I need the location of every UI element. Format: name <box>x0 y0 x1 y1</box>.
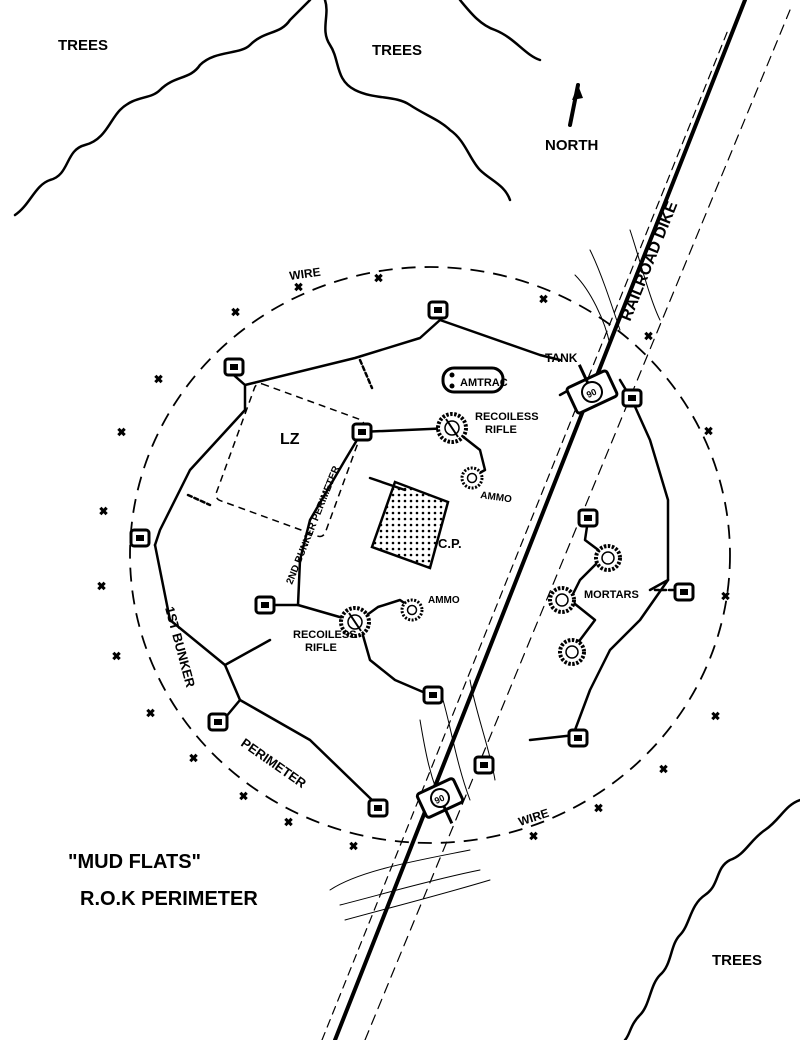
rifle-label-line1: RECOILESS <box>293 629 357 641</box>
svg-text:×: × <box>113 649 120 663</box>
trees-label-nw: TREES <box>58 37 108 54</box>
bunker-icon <box>367 798 389 818</box>
trees-label-n: TREES <box>372 42 422 59</box>
rifle-label-line1: RECOILESS <box>475 411 539 423</box>
railroad-dike-label: RAILROAD DIKE <box>618 199 682 324</box>
svg-text:×: × <box>595 801 602 815</box>
svg-text:×: × <box>232 305 239 319</box>
map-title-line2: R.O.K PERIMETER <box>80 888 258 910</box>
wire-label-top: WIRE <box>288 265 321 283</box>
mortars-label: MORTARS <box>584 589 639 601</box>
rifle-label-line2: RIFLE <box>305 642 337 654</box>
north-arrow-icon <box>568 83 583 127</box>
mortar-pit-icon <box>594 544 622 572</box>
svg-text:×: × <box>722 589 729 603</box>
tree-line-southeast <box>623 798 800 1040</box>
bunker-icon <box>473 755 495 775</box>
ammo-pit-icon <box>400 598 424 622</box>
bunker-icon <box>207 712 229 732</box>
svg-text:×: × <box>190 751 197 765</box>
ammo-label-bottom: AMMO <box>428 595 460 606</box>
railroad-dike <box>321 0 791 1040</box>
svg-text:×: × <box>540 292 547 306</box>
recoilless-rifle-label-bottom: RECOILESS RIFLE <box>293 629 360 654</box>
command-post: C.P. <box>370 480 462 570</box>
svg-text:×: × <box>285 815 292 829</box>
north-label: NORTH <box>545 137 598 154</box>
svg-text:×: × <box>155 372 162 386</box>
recoilless-rifle-label-top: RECOILESS RIFLE <box>475 411 542 436</box>
amtrac: AMTRAC <box>441 366 508 394</box>
svg-text:×: × <box>705 424 712 438</box>
svg-text:×: × <box>147 706 154 720</box>
mortar-pit-icon <box>558 638 586 666</box>
ammo-pit-icon <box>460 466 484 490</box>
bunker-icon <box>621 388 643 408</box>
tree-line-north <box>13 0 542 217</box>
tank-number-bottom: 90 <box>433 793 446 806</box>
svg-text:×: × <box>118 425 125 439</box>
svg-text:×: × <box>100 504 107 518</box>
svg-text:×: × <box>295 280 302 294</box>
map-title-line1: "MUD FLATS" <box>68 851 201 873</box>
bunker-icon <box>567 728 589 748</box>
bunker-icon <box>577 508 599 528</box>
bunker-icon <box>351 422 373 442</box>
bunker-icon <box>223 357 245 377</box>
svg-text:×: × <box>350 839 357 853</box>
svg-text:×: × <box>98 579 105 593</box>
svg-text:×: × <box>530 829 537 843</box>
amtrac-label: AMTRAC <box>460 377 508 389</box>
svg-text:×: × <box>660 762 667 776</box>
outer-wire-perimeter: × × × × × × × × × × × × × × × × × × × × × <box>97 266 731 854</box>
svg-text:×: × <box>375 271 382 285</box>
bunker-icon <box>422 685 444 705</box>
svg-text:×: × <box>240 789 247 803</box>
perimeter-label: PERIMETER <box>238 735 309 791</box>
svg-text:×: × <box>645 329 652 343</box>
bunker-icon <box>129 528 151 548</box>
recoilless-rifle-icon <box>436 412 468 444</box>
first-bunker-perimeter <box>153 318 562 802</box>
mortar-pit-icon <box>548 586 576 614</box>
svg-text:×: × <box>712 709 719 723</box>
tank-number-top: 90 <box>585 387 598 400</box>
tank-icon: 90 <box>415 777 465 825</box>
tank-label: TANK <box>545 351 578 365</box>
bunker-icon <box>427 300 449 320</box>
first-bunker-label: 1ST BUNKER <box>162 605 198 690</box>
bunker-icon <box>254 595 276 615</box>
lz-label: LZ <box>280 431 300 448</box>
second-bunker-perimeter-label: 2ND BUNKER PERIMETER <box>285 464 343 586</box>
ammo-label-top: AMMO <box>480 490 513 505</box>
trees-label-se: TREES <box>712 952 762 969</box>
bunker-icon <box>673 582 695 602</box>
tank-icon: 90 <box>565 364 619 415</box>
rifle-label-line2: RIFLE <box>485 424 517 436</box>
landing-zone: LZ <box>215 382 365 538</box>
cp-label: C.P. <box>438 536 462 551</box>
